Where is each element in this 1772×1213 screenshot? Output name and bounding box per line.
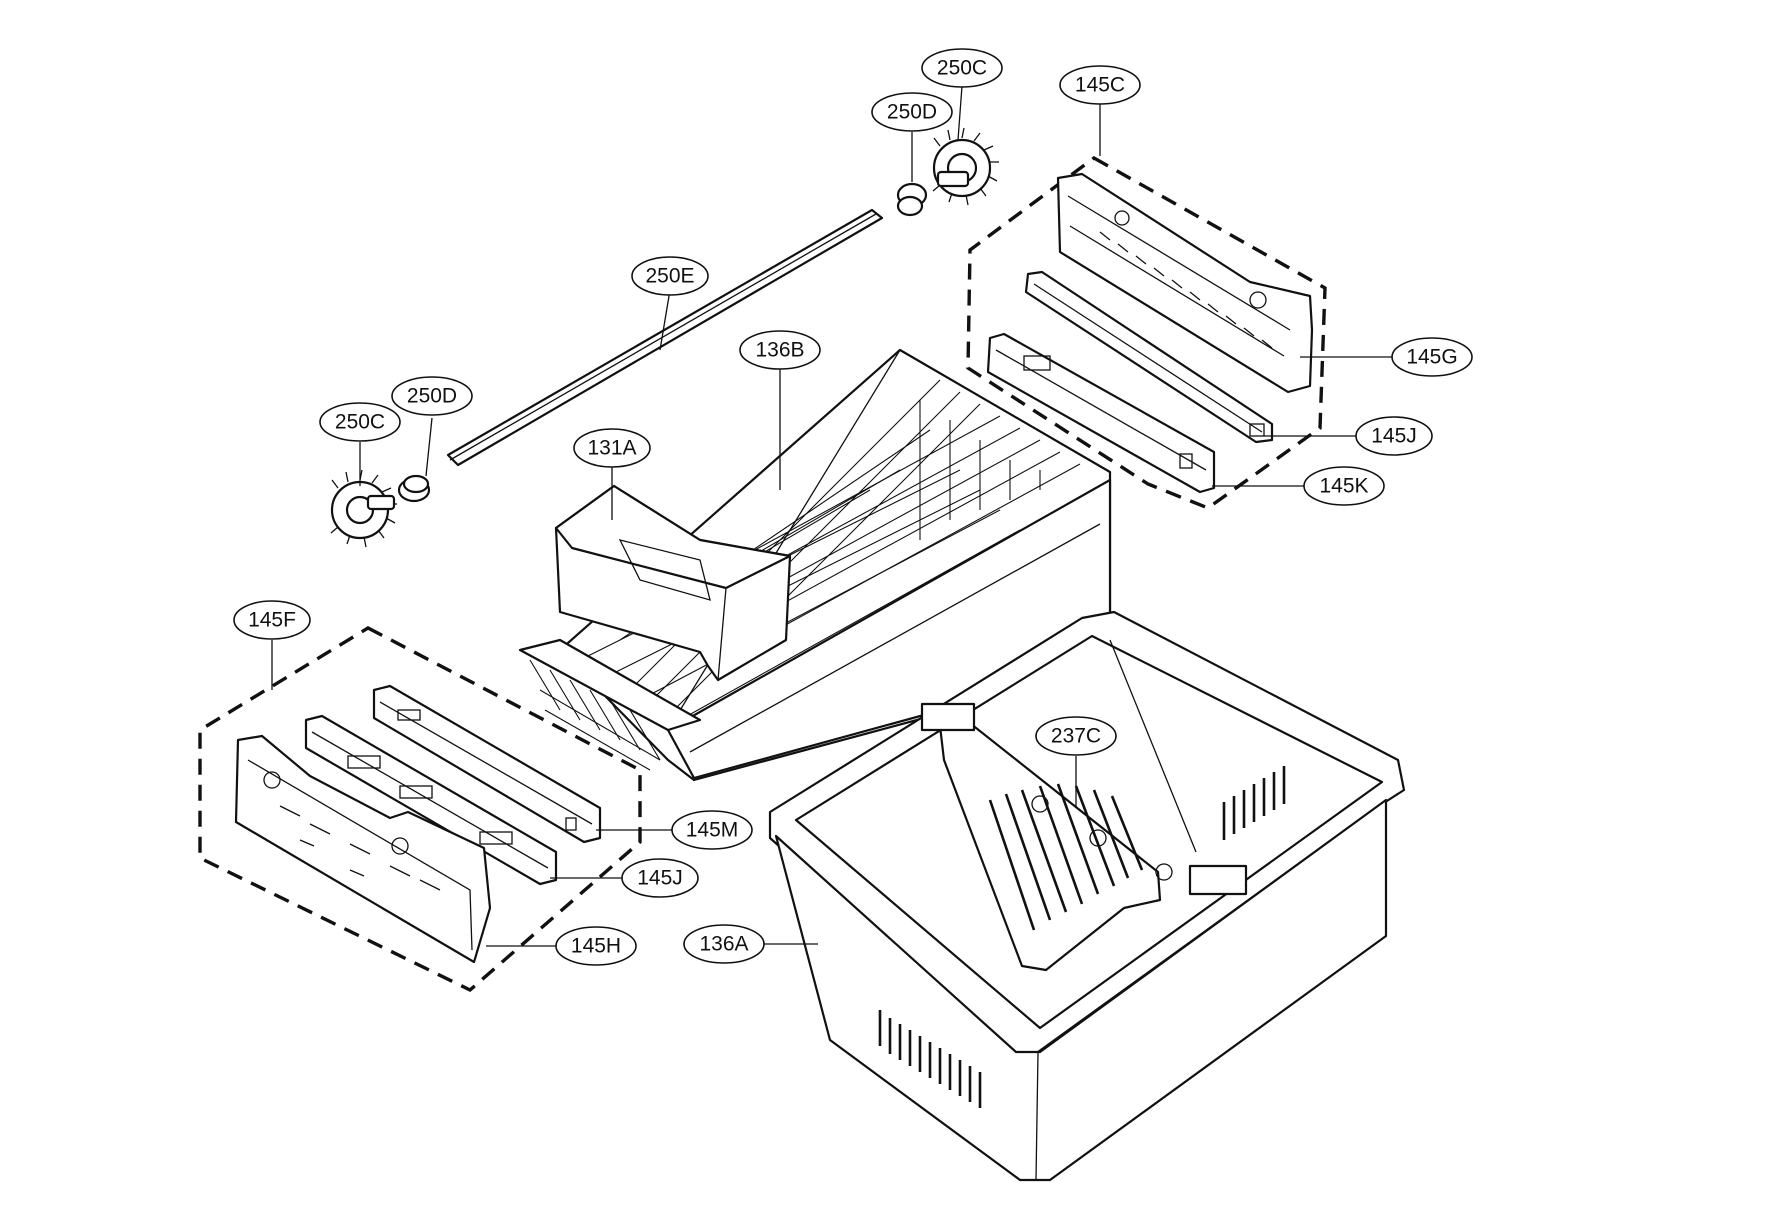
callout-label: 250E bbox=[645, 265, 694, 288]
callout-label: 250D bbox=[407, 385, 457, 408]
gear-top-250c bbox=[932, 127, 999, 206]
callout-label: 136B bbox=[755, 339, 804, 362]
small-bin-131a bbox=[554, 484, 792, 682]
callout-label: 145M bbox=[686, 819, 739, 842]
rail-group-145f bbox=[198, 626, 642, 993]
callout-label: 131A bbox=[587, 437, 636, 460]
callout-label: 145J bbox=[1371, 425, 1417, 448]
callout-237c: 237C bbox=[1035, 716, 1117, 756]
callout-250d-left: 250D bbox=[391, 376, 473, 416]
callout-label: 250D bbox=[887, 101, 937, 124]
callout-label: 237C bbox=[1051, 725, 1101, 748]
callout-145f: 145F bbox=[233, 600, 311, 640]
callout-145k: 145K bbox=[1303, 466, 1385, 506]
callout-label: 145G bbox=[1406, 346, 1457, 369]
large-bin-136a bbox=[768, 610, 1406, 1182]
callout-label: 250C bbox=[335, 411, 385, 434]
wire-basket-136b bbox=[518, 348, 1112, 782]
shaft-250e bbox=[446, 208, 884, 467]
callout-145j-left: 145J bbox=[621, 858, 699, 898]
callout-label: 145C bbox=[1075, 74, 1125, 97]
callout-label: 145F bbox=[248, 609, 296, 632]
bushing-left-250d bbox=[397, 474, 431, 503]
callout-label: 145K bbox=[1319, 475, 1368, 498]
callout-145g: 145G bbox=[1391, 337, 1473, 377]
callout-250c-left: 250C bbox=[319, 402, 401, 442]
callout-131a: 131A bbox=[573, 428, 651, 468]
callout-label: 136A bbox=[699, 933, 748, 956]
gear-left-250c bbox=[330, 469, 397, 548]
leader-lines bbox=[271, 85, 1394, 947]
callout-250d-top: 250D bbox=[871, 92, 953, 132]
callout-145m: 145M bbox=[671, 810, 753, 850]
callout-250c-top: 250C bbox=[921, 48, 1003, 88]
callout-label: 250C bbox=[937, 57, 987, 80]
callout-145j-right: 145J bbox=[1355, 416, 1433, 456]
callout-label: 145J bbox=[637, 867, 683, 890]
bushing-top-250d bbox=[896, 182, 928, 217]
callout-145h: 145H bbox=[555, 926, 637, 966]
callout-145c: 145C bbox=[1059, 65, 1141, 105]
callout-label: 145H bbox=[571, 935, 621, 958]
rail-group-145c bbox=[966, 155, 1327, 510]
callout-250e: 250E bbox=[631, 256, 709, 296]
callout-136a: 136A bbox=[683, 924, 765, 964]
callout-136b: 136B bbox=[739, 330, 821, 370]
